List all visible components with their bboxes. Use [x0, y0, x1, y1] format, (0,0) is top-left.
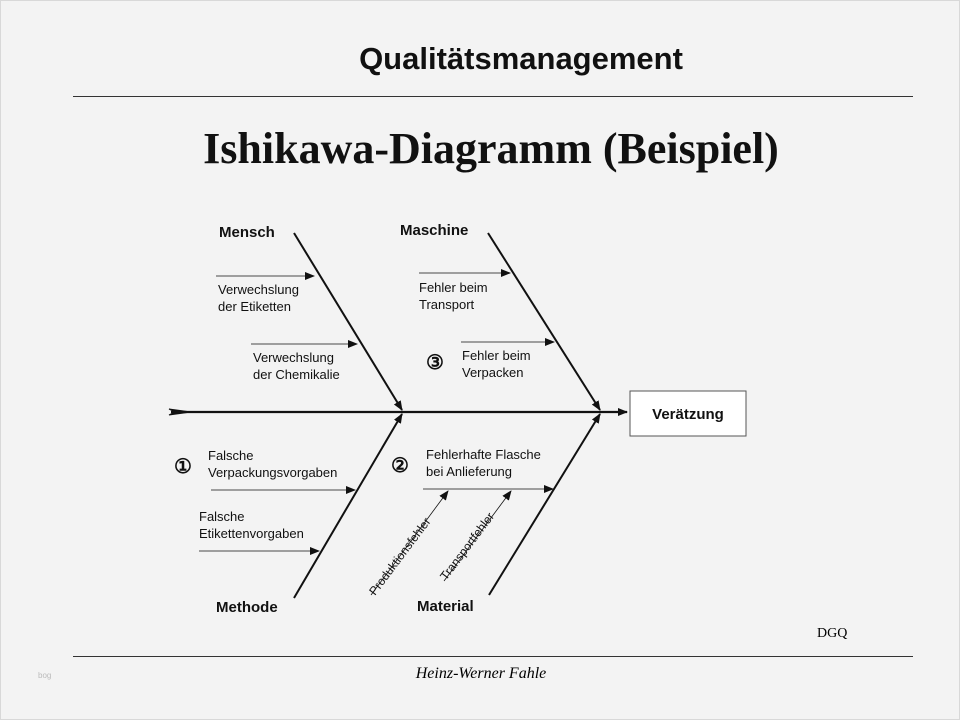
bone-maschine	[487, 232, 601, 411]
cause-text: bei Anlieferung	[426, 464, 512, 479]
sub-cause-text: Transportfehler	[437, 510, 497, 583]
cause-text: Falsche	[199, 509, 245, 524]
watermark: bog	[38, 671, 52, 680]
cause-arrows	[199, 269, 555, 596]
cause-text: Verpacken	[462, 365, 523, 380]
cause-text: Verpackungsvorgaben	[208, 465, 337, 480]
effect-box	[629, 390, 747, 437]
footer-divider	[73, 656, 913, 657]
category-mensch: Mensch	[219, 224, 275, 241]
cause-text: Falsche	[208, 448, 254, 463]
cause-text: Verwechslung	[218, 282, 299, 297]
source-label: DGQ	[817, 626, 848, 641]
cause-text: Verwechslung	[253, 350, 334, 365]
cause-text: Fehler beim	[419, 280, 488, 295]
bone-mensch	[293, 232, 403, 411]
bone-methode	[293, 413, 403, 599]
marker-one: ①	[174, 456, 192, 478]
header-divider	[73, 96, 913, 97]
header-title: Qualitätsmanagement	[359, 41, 683, 76]
bone-material	[488, 413, 601, 596]
sub-cause-text: Produktionsfehler	[366, 515, 433, 598]
cause-text: der Etiketten	[218, 299, 291, 314]
cause-text: Transport	[419, 297, 475, 312]
cause-text: der Chemikalie	[253, 367, 340, 382]
footer-author: Heinz-Werner Fahle	[415, 665, 547, 682]
cause-text: Etikettenvorgaben	[199, 526, 304, 541]
cause-text: Fehler beim	[462, 348, 531, 363]
slide-title: Ishikawa-Diagramm (Beispiel)	[203, 124, 779, 173]
category-methode: Methode	[216, 599, 278, 616]
effect-label: Verätzung	[652, 406, 724, 423]
marker-two: ②	[391, 455, 409, 477]
cause-text: Fehlerhafte Flasche	[426, 447, 541, 462]
category-maschine: Maschine	[400, 222, 468, 239]
category-material: Material	[417, 598, 474, 615]
marker-three: ③	[426, 352, 444, 374]
